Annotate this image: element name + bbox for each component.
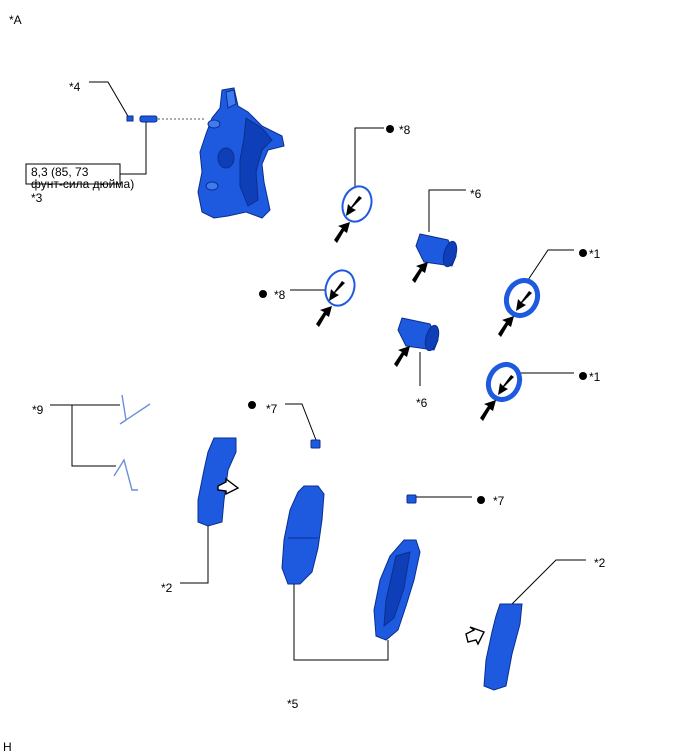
wear-indicator-group: *7 *7 (248, 401, 505, 508)
label-6b: *6 (416, 396, 428, 410)
install-arrow-8b-out (316, 306, 332, 327)
dust-boot-upper (503, 277, 541, 319)
piston-seal-upper-group: *8 (334, 123, 411, 243)
brake-pad-outer-lining (383, 551, 411, 628)
direction-arrow-2a (217, 477, 240, 496)
caliper-cylinder-face (239, 117, 273, 207)
label-7a: *7 (266, 402, 278, 416)
direction-arrow-2b (465, 626, 485, 646)
install-arrow-1a-out (498, 316, 514, 337)
caliper-bleeder-boss (225, 89, 237, 109)
footer-mark: H (3, 740, 12, 754)
label-6a: *6 (470, 187, 482, 201)
shim-left-group: *2 (161, 437, 240, 595)
piston-seal-lower-group: *8 (259, 269, 356, 327)
label-4: *4 (69, 80, 81, 94)
label-8a: *8 (399, 123, 411, 137)
caliper-piston-upper-face (442, 240, 458, 268)
wear-indicator-lower (406, 494, 417, 504)
label-2a: *2 (161, 581, 173, 595)
leader-3 (120, 122, 147, 175)
label-7b: *7 (493, 494, 505, 508)
dust-boot-upper-group: *1 (498, 247, 601, 337)
label-2b: *2 (594, 556, 606, 570)
brake-pad-inner (281, 485, 325, 585)
install-arrow-8a-out (334, 222, 350, 243)
caliper-piston-lower-face (424, 324, 440, 352)
caliper-assembly: *4 8,3 (85, 73 фунт-сила дюйма) *3 (25, 80, 285, 219)
label-9: *9 (32, 403, 44, 417)
leader-2b (511, 559, 586, 605)
label-1b: *1 (589, 370, 601, 384)
anti-squeal-clip-upper (119, 394, 151, 425)
label-3: *3 (31, 191, 43, 205)
anti-squeal-clip-lower (113, 458, 138, 491)
wear-indicator-upper (310, 439, 321, 449)
replace-dot-7b (477, 496, 485, 504)
torque-box (25, 163, 121, 185)
label-5: *5 (287, 697, 299, 711)
install-arrow-6b (394, 346, 410, 367)
brake-pads-group: *5 (281, 485, 421, 711)
dust-boot-lower (485, 361, 523, 403)
leader-4 (89, 81, 130, 119)
replace-dot-1a (579, 249, 587, 257)
leader-9-bottom (71, 405, 116, 467)
leader-2a (180, 526, 209, 584)
replace-dot-7a (248, 401, 256, 409)
install-arrow-8a-in (346, 196, 362, 216)
piston-seal-upper (341, 185, 373, 223)
caliper-piston-bore (217, 147, 235, 169)
replace-dot-8a (386, 125, 394, 133)
install-arrow-1a-in (516, 291, 532, 311)
install-arrow-8b-in (329, 281, 345, 301)
label-1a: *1 (589, 247, 601, 261)
piston-lower-group: *6 (394, 317, 440, 410)
anti-squeal-shim-left (197, 437, 237, 527)
leader-1a (527, 249, 574, 281)
install-arrow-1b-in (498, 375, 514, 395)
anti-squeal-clips-group: *9 (32, 394, 151, 491)
leader-6a (428, 189, 466, 232)
caliper-mount-boss-top (207, 119, 221, 129)
anti-squeal-shim-right (483, 603, 523, 691)
bleeder-cap (126, 115, 134, 122)
bleeder-plug (139, 115, 158, 123)
torque-line1: 8,3 (85, 73 (31, 165, 89, 179)
replace-dot-1b (579, 372, 587, 380)
piston-upper-group: *6 (412, 187, 482, 283)
leader-5 (293, 584, 389, 661)
torque-line2: фунт-сила дюйма) (31, 177, 134, 191)
shim-right-group: *2 (465, 556, 606, 691)
caliper-mount-boss-bottom (205, 181, 219, 191)
install-arrow-6a (412, 262, 428, 283)
leader-7a (285, 403, 317, 441)
replace-dot-8b (259, 290, 267, 298)
figure-id: *A (9, 13, 22, 27)
install-arrow-1b-out (480, 400, 496, 421)
label-8b: *8 (274, 288, 286, 302)
leader-8a (354, 127, 384, 190)
dust-boot-lower-group: *1 (480, 361, 601, 421)
